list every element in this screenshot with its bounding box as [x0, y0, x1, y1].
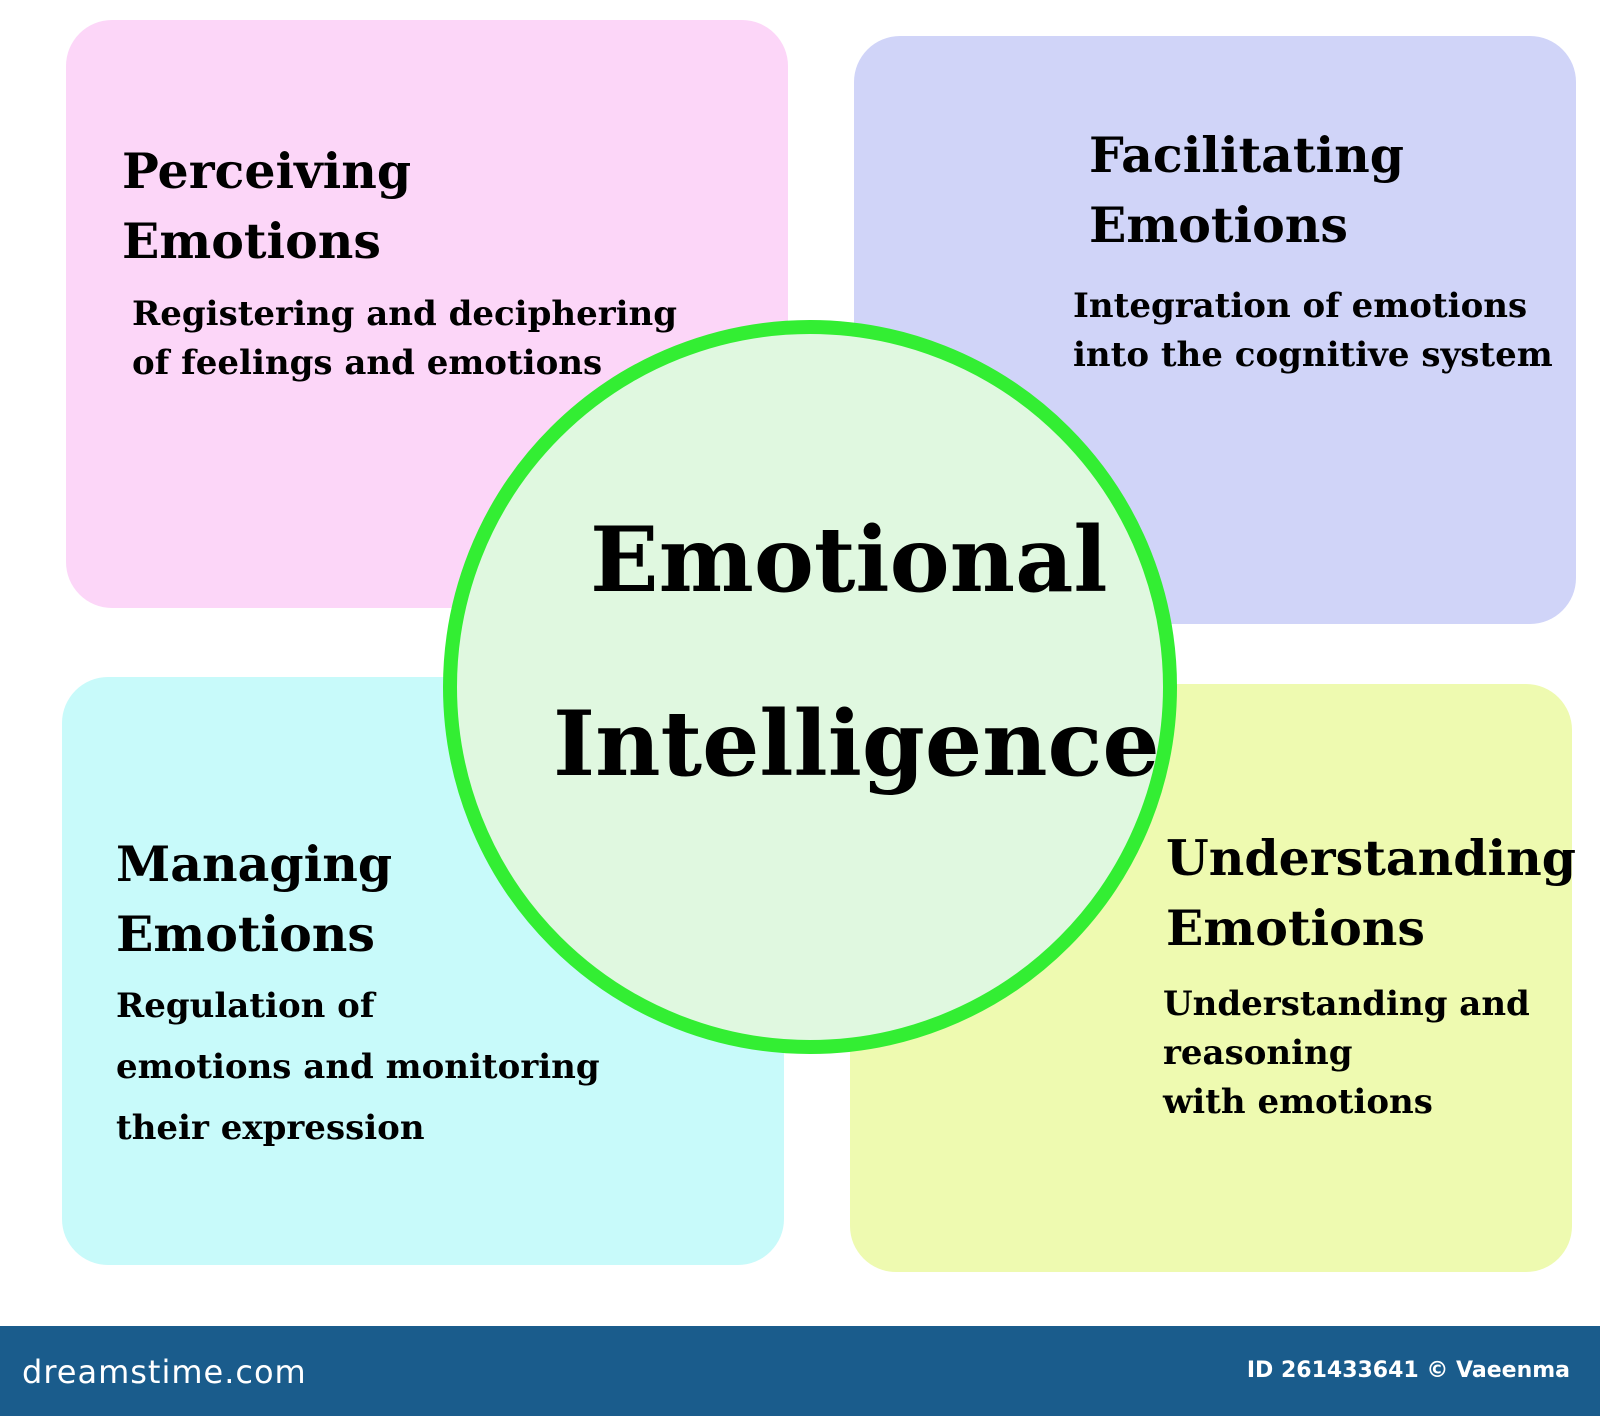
perceiving-emotions-title: Perceiving Emotions: [122, 142, 412, 270]
watermark-footer-bar: dreamstime.com ID 261433641 © Vaeenma: [0, 1326, 1600, 1416]
understanding-emotions-title: Understanding Emotions: [1166, 829, 1576, 957]
understanding-emotions-description: Understanding and reasoning with emotion…: [1163, 984, 1530, 1122]
center-title-line-1: Emotional: [590, 507, 1108, 613]
footer-brand-text: dreamstime.com: [22, 1353, 307, 1391]
emotional-intelligence-circle: [443, 320, 1177, 1054]
managing-emotions-title: Managing Emotions: [116, 835, 393, 963]
perceiving-emotions-description: Registering and deciphering of feelings …: [132, 294, 678, 383]
facilitating-emotions-title: Facilitating Emotions: [1089, 126, 1405, 254]
footer-credit-text: ID 261433641 © Vaeenma: [1246, 1358, 1570, 1383]
facilitating-emotions-description: Integration of emotions into the cogniti…: [1073, 286, 1553, 375]
center-title-line-2: Intelligence: [553, 691, 1160, 797]
managing-emotions-description: Regulation of emotions and monitoring th…: [116, 986, 600, 1148]
